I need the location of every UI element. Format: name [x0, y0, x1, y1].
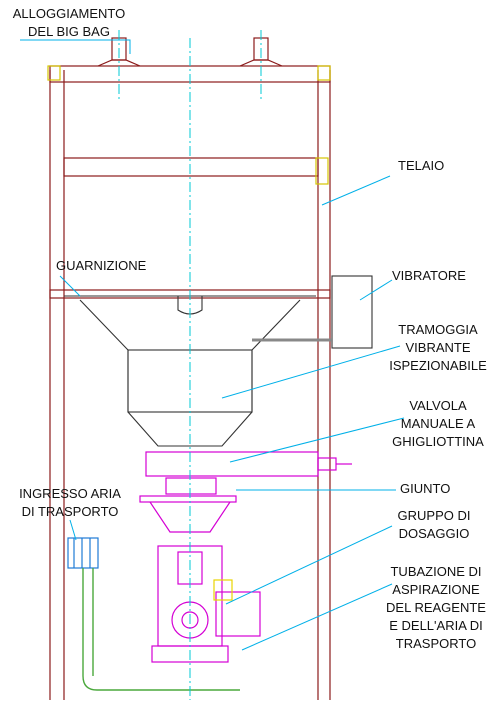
label-tramoggia-line2: VIBRANTE [405, 340, 471, 355]
label-tubazione-line2: ASPIRAZIONE [392, 582, 480, 597]
hopper [64, 275, 373, 447]
label-guarnizione: GUARNIZIONE [56, 258, 147, 273]
label-gruppo-line1: GRUPPO DI [397, 508, 471, 523]
label-tubazione-line3: DEL REAGENTE [386, 600, 486, 615]
label-tubazione-line4: E DELL'ARIA DI [389, 618, 483, 633]
label-big-bag-line1: ALLOGGIAMENTO [12, 6, 126, 21]
label-ingresso-line1: INGRESSO ARIA [19, 486, 121, 501]
joint [139, 495, 237, 533]
label-big-bag-line2: DEL BIG BAG [28, 24, 110, 39]
label-gruppo-line2: DOSAGGIO [398, 526, 470, 541]
label-tramoggia-line1: TRAMOGGIA [398, 322, 478, 337]
label-tubazione-line5: TRASPORTO [395, 636, 477, 651]
label-tramoggia-line3: ISPEZIONABILE [389, 358, 487, 373]
center-axis [118, 30, 262, 700]
label-valvola-line2: MANUALE A [400, 416, 476, 431]
knife-gate-valve [145, 451, 352, 495]
label-ingresso-line2: DI TRASPORTO [21, 504, 119, 519]
label-valvola-line3: GHIGLIOTTINA [392, 434, 484, 449]
transport-pipe [82, 568, 240, 691]
big-bag-housing [47, 37, 331, 185]
label-telaio: TELAIO [398, 158, 445, 173]
leader-lines [20, 39, 405, 651]
label-tubazione-line1: TUBAZIONE DI [390, 564, 482, 579]
air-inlet [67, 537, 99, 569]
label-valvola-line1: VALVOLA [409, 398, 467, 413]
label-giunto: GIUNTO [400, 481, 451, 496]
dosing-group [151, 545, 261, 663]
label-vibratore: VIBRATORE [392, 268, 466, 283]
